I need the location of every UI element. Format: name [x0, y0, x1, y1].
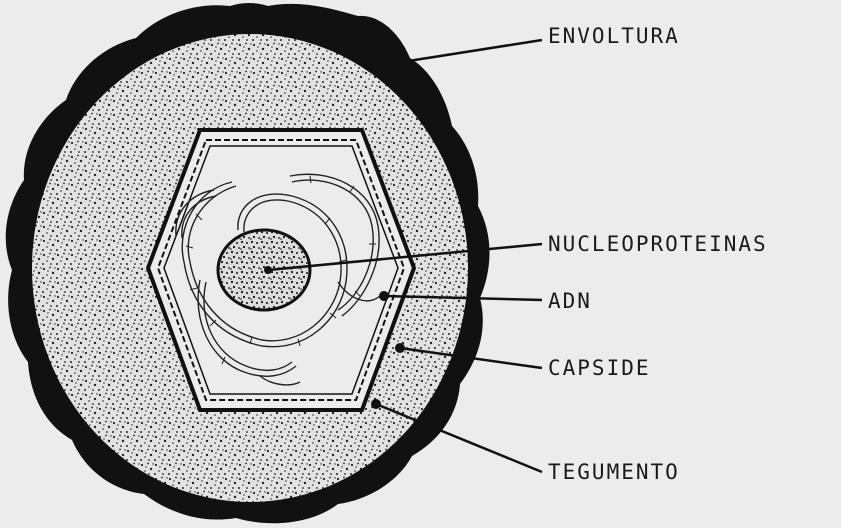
label-tegumento: TEGUMENTO — [548, 460, 680, 484]
label-capside: CAPSIDE — [548, 356, 651, 380]
label-nucleoproteinas: NUCLEOPROTEINAS — [548, 232, 768, 256]
label-envoltura: ENVOLTURA — [548, 24, 680, 48]
label-adn: ADN — [548, 289, 592, 313]
